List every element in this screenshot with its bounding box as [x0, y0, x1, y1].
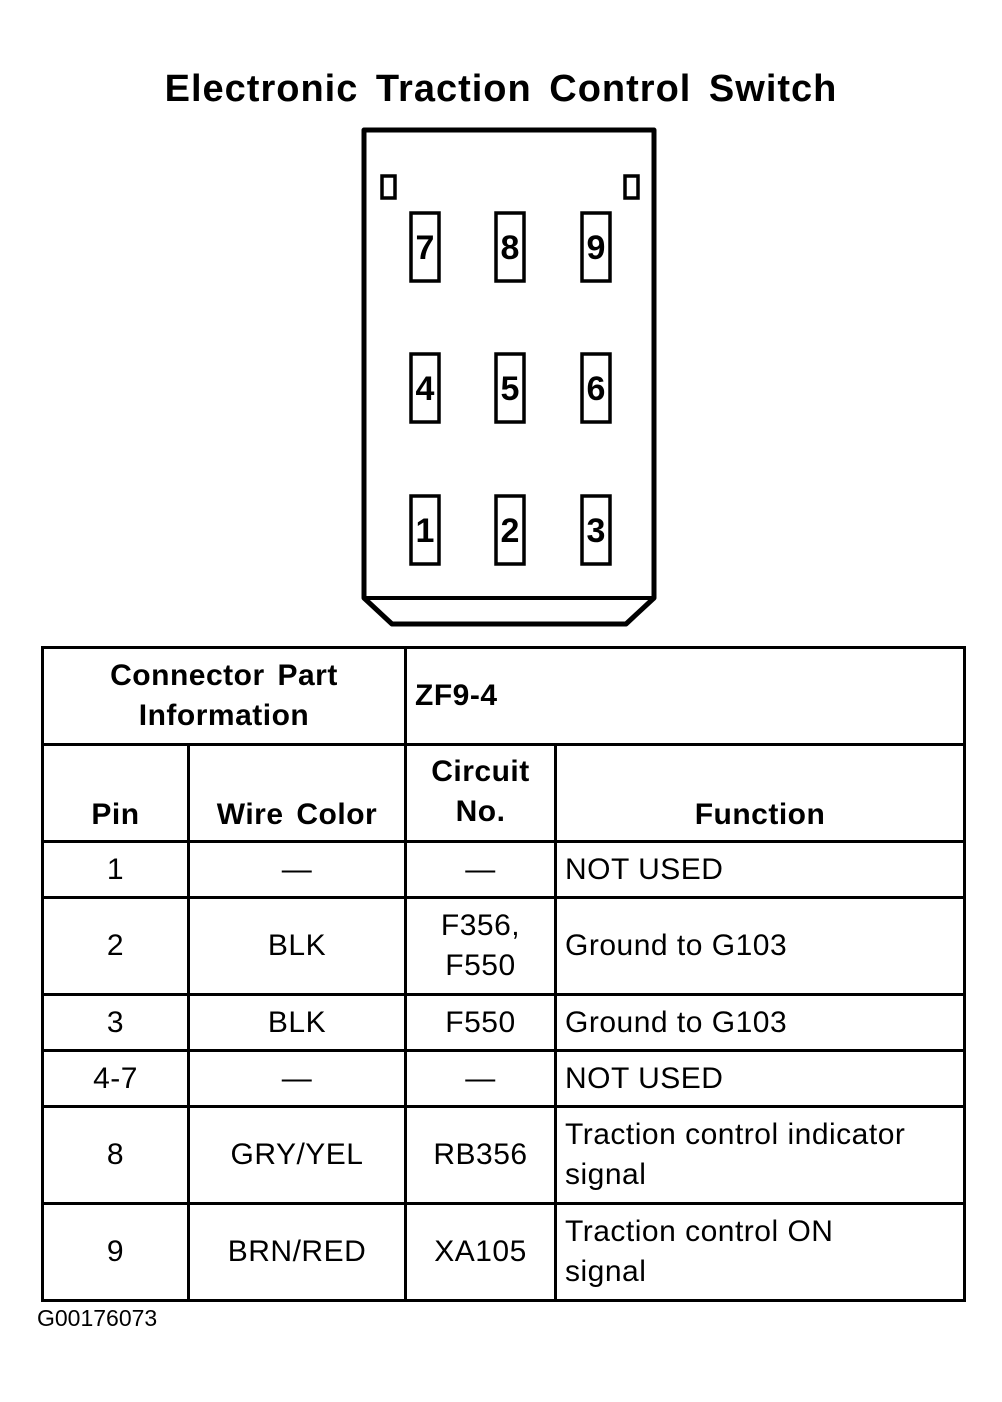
cell-circuit: RB356 [404, 1105, 557, 1205]
header-function: Function [553, 743, 967, 843]
table-row: 1 — — NOT USED [41, 840, 967, 899]
pin-cavity-7 [409, 211, 441, 283]
diagram-title: Electronic Traction Control Switch [164, 68, 838, 110]
table-row: 9 BRN/RED XA105 Traction control ON sign… [41, 1202, 967, 1302]
pin-label-7: 7 [416, 229, 435, 267]
cell-wire-color: — [187, 1049, 407, 1108]
cell-wire-color: GRY/YEL [187, 1105, 407, 1205]
pinout-table: Connector Part Information ZF9-4 Pin Wir… [41, 646, 967, 1302]
part-info-row: Connector Part Information ZF9-4 [41, 646, 967, 746]
pin-label-5: 5 [501, 370, 520, 408]
table-row: 3 BLK F550 Ground to G103 [41, 993, 967, 1052]
pin-label-1: 1 [416, 512, 435, 550]
pin-label-2: 2 [501, 512, 520, 550]
cell-wire-color: BLK [187, 896, 407, 996]
cell-function: Traction control ON signal [553, 1202, 967, 1302]
cell-pin: 9 [41, 1202, 190, 1302]
cell-pin: 8 [41, 1105, 190, 1205]
part-info-value: ZF9-4 [403, 646, 967, 746]
pin-label-8: 8 [501, 229, 520, 267]
table-row: 4-7 — — NOT USED [41, 1049, 967, 1108]
cell-circuit: XA105 [404, 1202, 557, 1302]
pin-cavity-8 [494, 211, 526, 283]
pin-cavity-2 [494, 494, 526, 566]
header-circuit-no: Circuit No. [404, 743, 557, 843]
cell-wire-color: BLK [187, 993, 407, 1052]
cell-pin: 4-7 [41, 1049, 190, 1108]
cell-function: NOT USED [553, 840, 967, 899]
part-info-label: Connector Part Information [41, 646, 407, 746]
pin-cavity-5 [494, 352, 526, 424]
pin-cavity-3 [580, 494, 612, 566]
pin-label-6: 6 [587, 370, 606, 408]
cell-circuit: F550 [404, 993, 557, 1052]
cell-wire-color: — [187, 840, 407, 899]
header-pin: Pin [41, 743, 190, 843]
cell-pin: 2 [41, 896, 190, 996]
pin-cavity-9 [580, 211, 612, 283]
cell-circuit: — [404, 1049, 557, 1108]
connector-face-diagram: 7 8 9 4 5 6 1 2 3 [361, 127, 657, 627]
cell-pin: 1 [41, 840, 190, 899]
locator-tab-left [380, 174, 397, 200]
pin-cavity-4 [409, 352, 441, 424]
pin-label-9: 9 [587, 229, 606, 267]
cell-function: Ground to G103 [553, 896, 967, 996]
cell-pin: 3 [41, 993, 190, 1052]
figure-id: G00176073 [37, 1305, 158, 1331]
pin-cavity-1 [409, 494, 441, 566]
table-row: 2 BLK F356, F550 Ground to G103 [41, 896, 967, 996]
cell-function: Traction control indicator signal [553, 1105, 967, 1205]
locator-tab-right [623, 174, 640, 200]
header-wire-color: Wire Color [187, 743, 407, 843]
table-row: 8 GRY/YEL RB356 Traction control indicat… [41, 1105, 967, 1205]
cell-function: NOT USED [553, 1049, 967, 1108]
cell-circuit: F356, F550 [404, 896, 557, 996]
cell-function: Ground to G103 [553, 993, 967, 1052]
pin-cavity-6 [580, 352, 612, 424]
header-row: Pin Wire Color Circuit No. Function [41, 743, 967, 843]
cell-wire-color: BRN/RED [187, 1202, 407, 1302]
cell-circuit: — [404, 840, 557, 899]
pin-label-3: 3 [587, 512, 606, 550]
pin-label-4: 4 [416, 370, 435, 408]
